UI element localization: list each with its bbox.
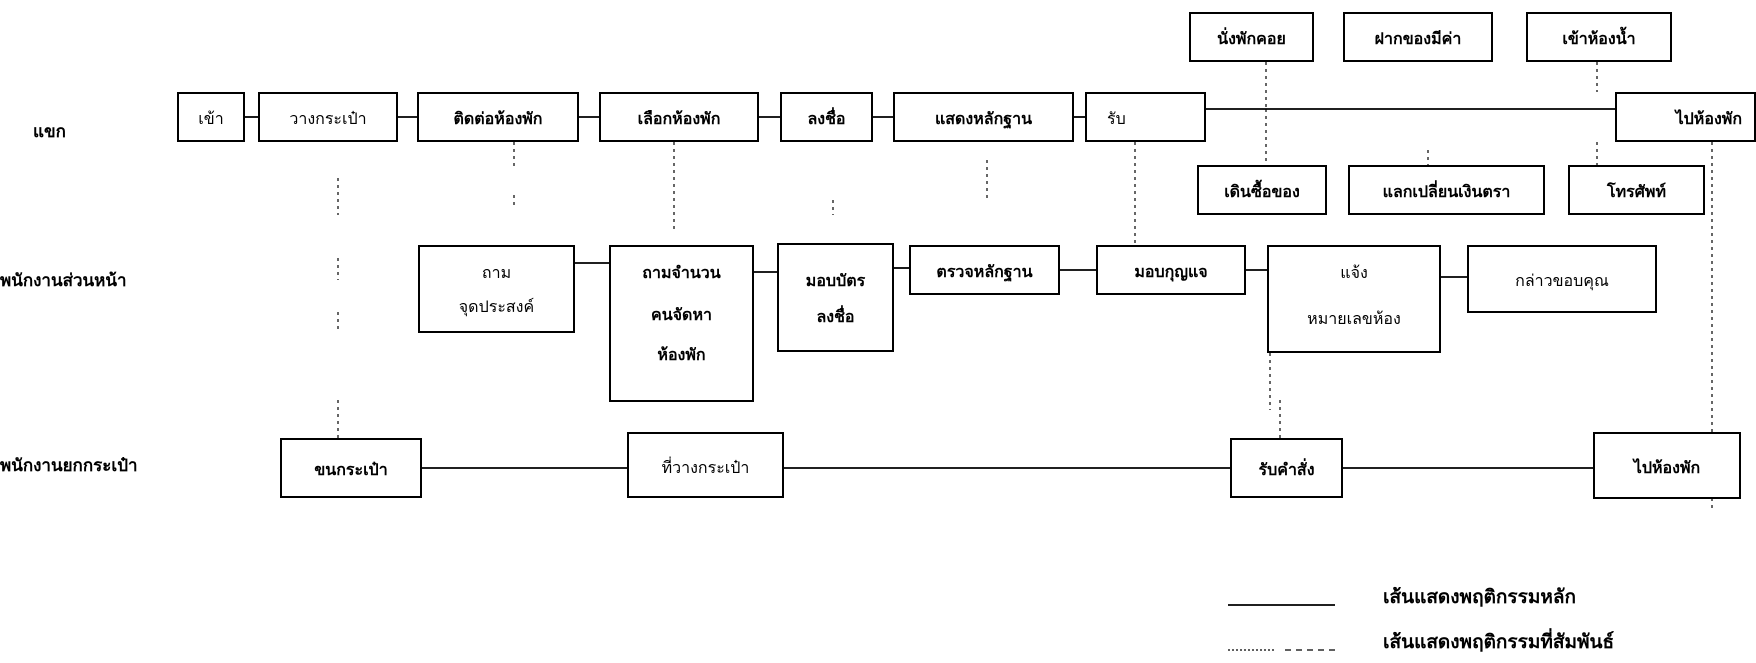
front-step-ask-purpose: ถาม จุดประสงค์ (418, 245, 575, 333)
front-step-line: คนจัดหา (651, 305, 712, 324)
bell-step-label: รับคำสั่ง (1258, 460, 1315, 479)
front-step-line: จุดประสงค์ (458, 297, 535, 316)
guest-option-shopping: เดินซื้อของ (1197, 165, 1327, 215)
guest-option-label: โทรศัพท์ (1607, 182, 1666, 201)
row-label-front-staff: พนักงานส่วนหน้า (0, 271, 127, 291)
guest-step-label: ไปห้องพัก (1675, 109, 1742, 128)
guest-step-label: แสดงหลักฐาน (934, 109, 1033, 128)
guest-option-label: นั่งพักคอย (1217, 29, 1286, 48)
guest-step-label: ติดต่อห้องพัก (453, 109, 543, 128)
front-step-check-evidence: ตรวจหลักฐาน (909, 245, 1060, 295)
guest-option-label: แลกเปลี่ยนเงินตรา (1382, 182, 1511, 201)
guest-step-label: รับ (1107, 109, 1126, 128)
guest-step-sign-in: ลงชื่อ (780, 92, 873, 142)
bell-step-carry-luggage: ขนกระเป๋า (280, 438, 422, 498)
guest-step-contact-room: ติดต่อห้องพัก (417, 92, 579, 142)
guest-step-place-luggage: วางกระเป๋า (258, 92, 398, 142)
front-step-line: แจ้ง (1340, 263, 1368, 282)
guest-step-go-to-room: ไปห้องพัก (1615, 92, 1756, 142)
guest-step-show-evidence: แสดงหลักฐาน (893, 92, 1074, 142)
front-step-say-thanks: กล่าวขอบคุณ (1467, 245, 1657, 313)
front-step-line: มอบบัตร (805, 271, 866, 290)
bell-step-label: ไปห้องพัก (1633, 458, 1701, 477)
front-step-line: หมายเลขห้อง (1307, 309, 1401, 328)
legend-related-label: เส้นแสดงพฤติกรรมที่สัมพันธ์ (1383, 631, 1615, 653)
row-label-bellboy: พนักงานยกกระเป๋า (0, 456, 138, 476)
guest-step-label: เลือกห้องพัก (637, 109, 721, 128)
guest-option-currency-exchange: แลกเปลี่ยนเงินตรา (1348, 165, 1545, 215)
front-step-ask-guest-count: ถามจำนวน คนจัดหา ห้องพัก (609, 245, 754, 402)
guest-option-telephone: โทรศัพท์ (1568, 165, 1705, 215)
front-step-give-registration-card: มอบบัตร ลงชื่อ (777, 243, 894, 352)
bell-step-label: ขนกระเป๋า (314, 460, 388, 479)
bell-step-label: ที่วางกระเป๋า (661, 458, 750, 477)
front-step-line: ห้องพัก (657, 345, 706, 364)
guest-option-deposit-valuables: ฝากของมีค่า (1343, 12, 1493, 62)
guest-step-label: วางกระเป๋า (289, 109, 367, 128)
front-step-line: มอบกุญแจ (1134, 262, 1208, 281)
bell-step-go-to-room: ไปห้องพัก (1593, 432, 1741, 499)
guest-option-restroom: เข้าห้องน้ำ (1526, 12, 1672, 62)
guest-step-enter: เข้า (177, 92, 245, 142)
row-label-guest: แขก (33, 122, 66, 142)
front-step-line: ถามจำนวน (642, 263, 721, 282)
front-step-give-key: มอบกุญแจ (1096, 245, 1246, 295)
bell-step-receive-order: รับคำสั่ง (1230, 438, 1343, 498)
guest-step-receive: รับ (1085, 92, 1206, 142)
front-step-line: ถาม (481, 263, 512, 282)
guest-option-label: เดินซื้อของ (1224, 182, 1300, 201)
guest-option-label: เข้าห้องน้ำ (1562, 29, 1636, 48)
guest-step-choose-room: เลือกห้องพัก (599, 92, 759, 142)
front-step-tell-room-number: แจ้ง หมายเลขห้อง (1267, 245, 1441, 353)
front-step-line: กล่าวขอบคุณ (1515, 271, 1609, 290)
legend-main-label: เส้นแสดงพฤติกรรมหลัก (1383, 586, 1577, 608)
guest-option-label: ฝากของมีค่า (1374, 29, 1462, 48)
guest-option-wait-lobby: นั่งพักคอย (1189, 12, 1314, 62)
guest-step-label: เข้า (198, 109, 224, 128)
front-step-line: ลงชื่อ (816, 307, 855, 326)
bell-step-luggage-area: ที่วางกระเป๋า (627, 432, 784, 498)
front-step-line: ตรวจหลักฐาน (936, 262, 1033, 281)
guest-step-label: ลงชื่อ (807, 109, 846, 128)
